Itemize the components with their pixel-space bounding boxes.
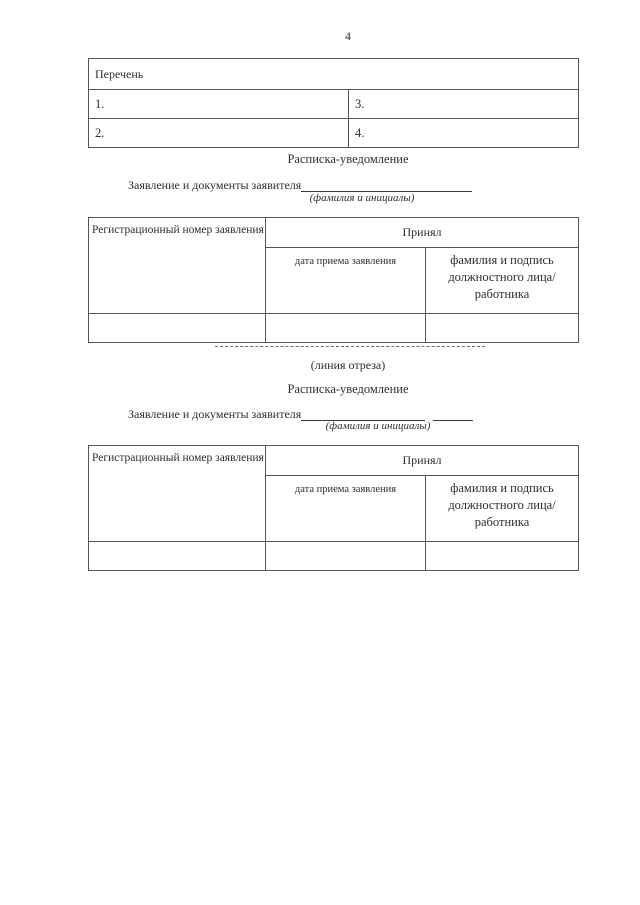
table-row: дата приема заявления фамилия и подпись … xyxy=(89,247,579,314)
official-signature-value-cell xyxy=(425,313,579,343)
acceptance-date-value-cell xyxy=(265,541,426,571)
registration-number-header-cell: Регистрационный номер заявления xyxy=(88,217,266,314)
perechen-item-3: 3. xyxy=(348,89,579,119)
table-row: 2. 4. xyxy=(88,118,579,148)
registration-number-header-cell: Регистрационный номер заявления xyxy=(88,445,266,542)
acceptance-date-value-cell xyxy=(265,313,426,343)
applicant-name-fill-field xyxy=(301,187,472,192)
acceptance-date-header-cell: дата приема заявления xyxy=(265,475,426,542)
official-signature-header-cell: фамилия и подпись должностного лица/рабо… xyxy=(425,475,579,542)
accepted-header-cell: Принял xyxy=(265,445,579,476)
official-signature-value-cell xyxy=(425,541,579,571)
table-row: 1. 3. xyxy=(88,89,579,119)
table-row xyxy=(88,313,579,343)
receipt-table: Регистрационный номер заявления Принял д… xyxy=(88,217,579,343)
accepted-header-cell: Принял xyxy=(265,217,579,248)
applicant-documents-label: Заявление и документы заявителя xyxy=(128,407,302,421)
perechen-item-1: 1. xyxy=(88,89,349,119)
receipt-notification-title: Расписка-уведомление xyxy=(287,152,409,166)
table-row: Регистрационный номер заявления Принял xyxy=(88,445,579,542)
acceptance-date-header-cell: дата приема заявления xyxy=(265,247,426,314)
applicant-documents-label: Заявление и документы заявителя xyxy=(128,178,302,192)
table-row xyxy=(88,541,579,571)
receipt-notification-title: Расписка-уведомление xyxy=(287,382,409,396)
perechen-item-4: 4. xyxy=(348,118,579,148)
cut-dashed-line xyxy=(215,346,485,347)
official-signature-header-cell: фамилия и подпись должностного лица/рабо… xyxy=(425,247,579,314)
registration-number-value-cell xyxy=(88,541,266,571)
page-number: 4 xyxy=(345,29,351,43)
registration-number-value-cell xyxy=(88,313,266,343)
cut-line-label: (линия отреза) xyxy=(310,358,386,372)
applicant-name-fill-field xyxy=(301,416,425,421)
perechen-header-row: Перечень xyxy=(88,58,579,90)
applicant-documents-line: Заявление и документы заявителя xyxy=(128,407,473,422)
table-row: Регистрационный номер заявления Принял xyxy=(88,217,579,314)
name-initials-hint: (фамилия и инициалы) xyxy=(325,420,431,432)
perechen-header-cell: Перечень xyxy=(88,58,579,90)
name-initials-hint: (фамилия и инициалы) xyxy=(309,192,415,204)
receipt-table: Регистрационный номер заявления Принял д… xyxy=(88,445,579,571)
applicant-name-fill-field-2 xyxy=(433,416,473,421)
applicant-documents-line: Заявление и документы заявителя xyxy=(128,178,472,193)
perechen-item-2: 2. xyxy=(88,118,349,148)
perechen-table: Перечень 1. 3. 2. 4. xyxy=(88,58,579,148)
